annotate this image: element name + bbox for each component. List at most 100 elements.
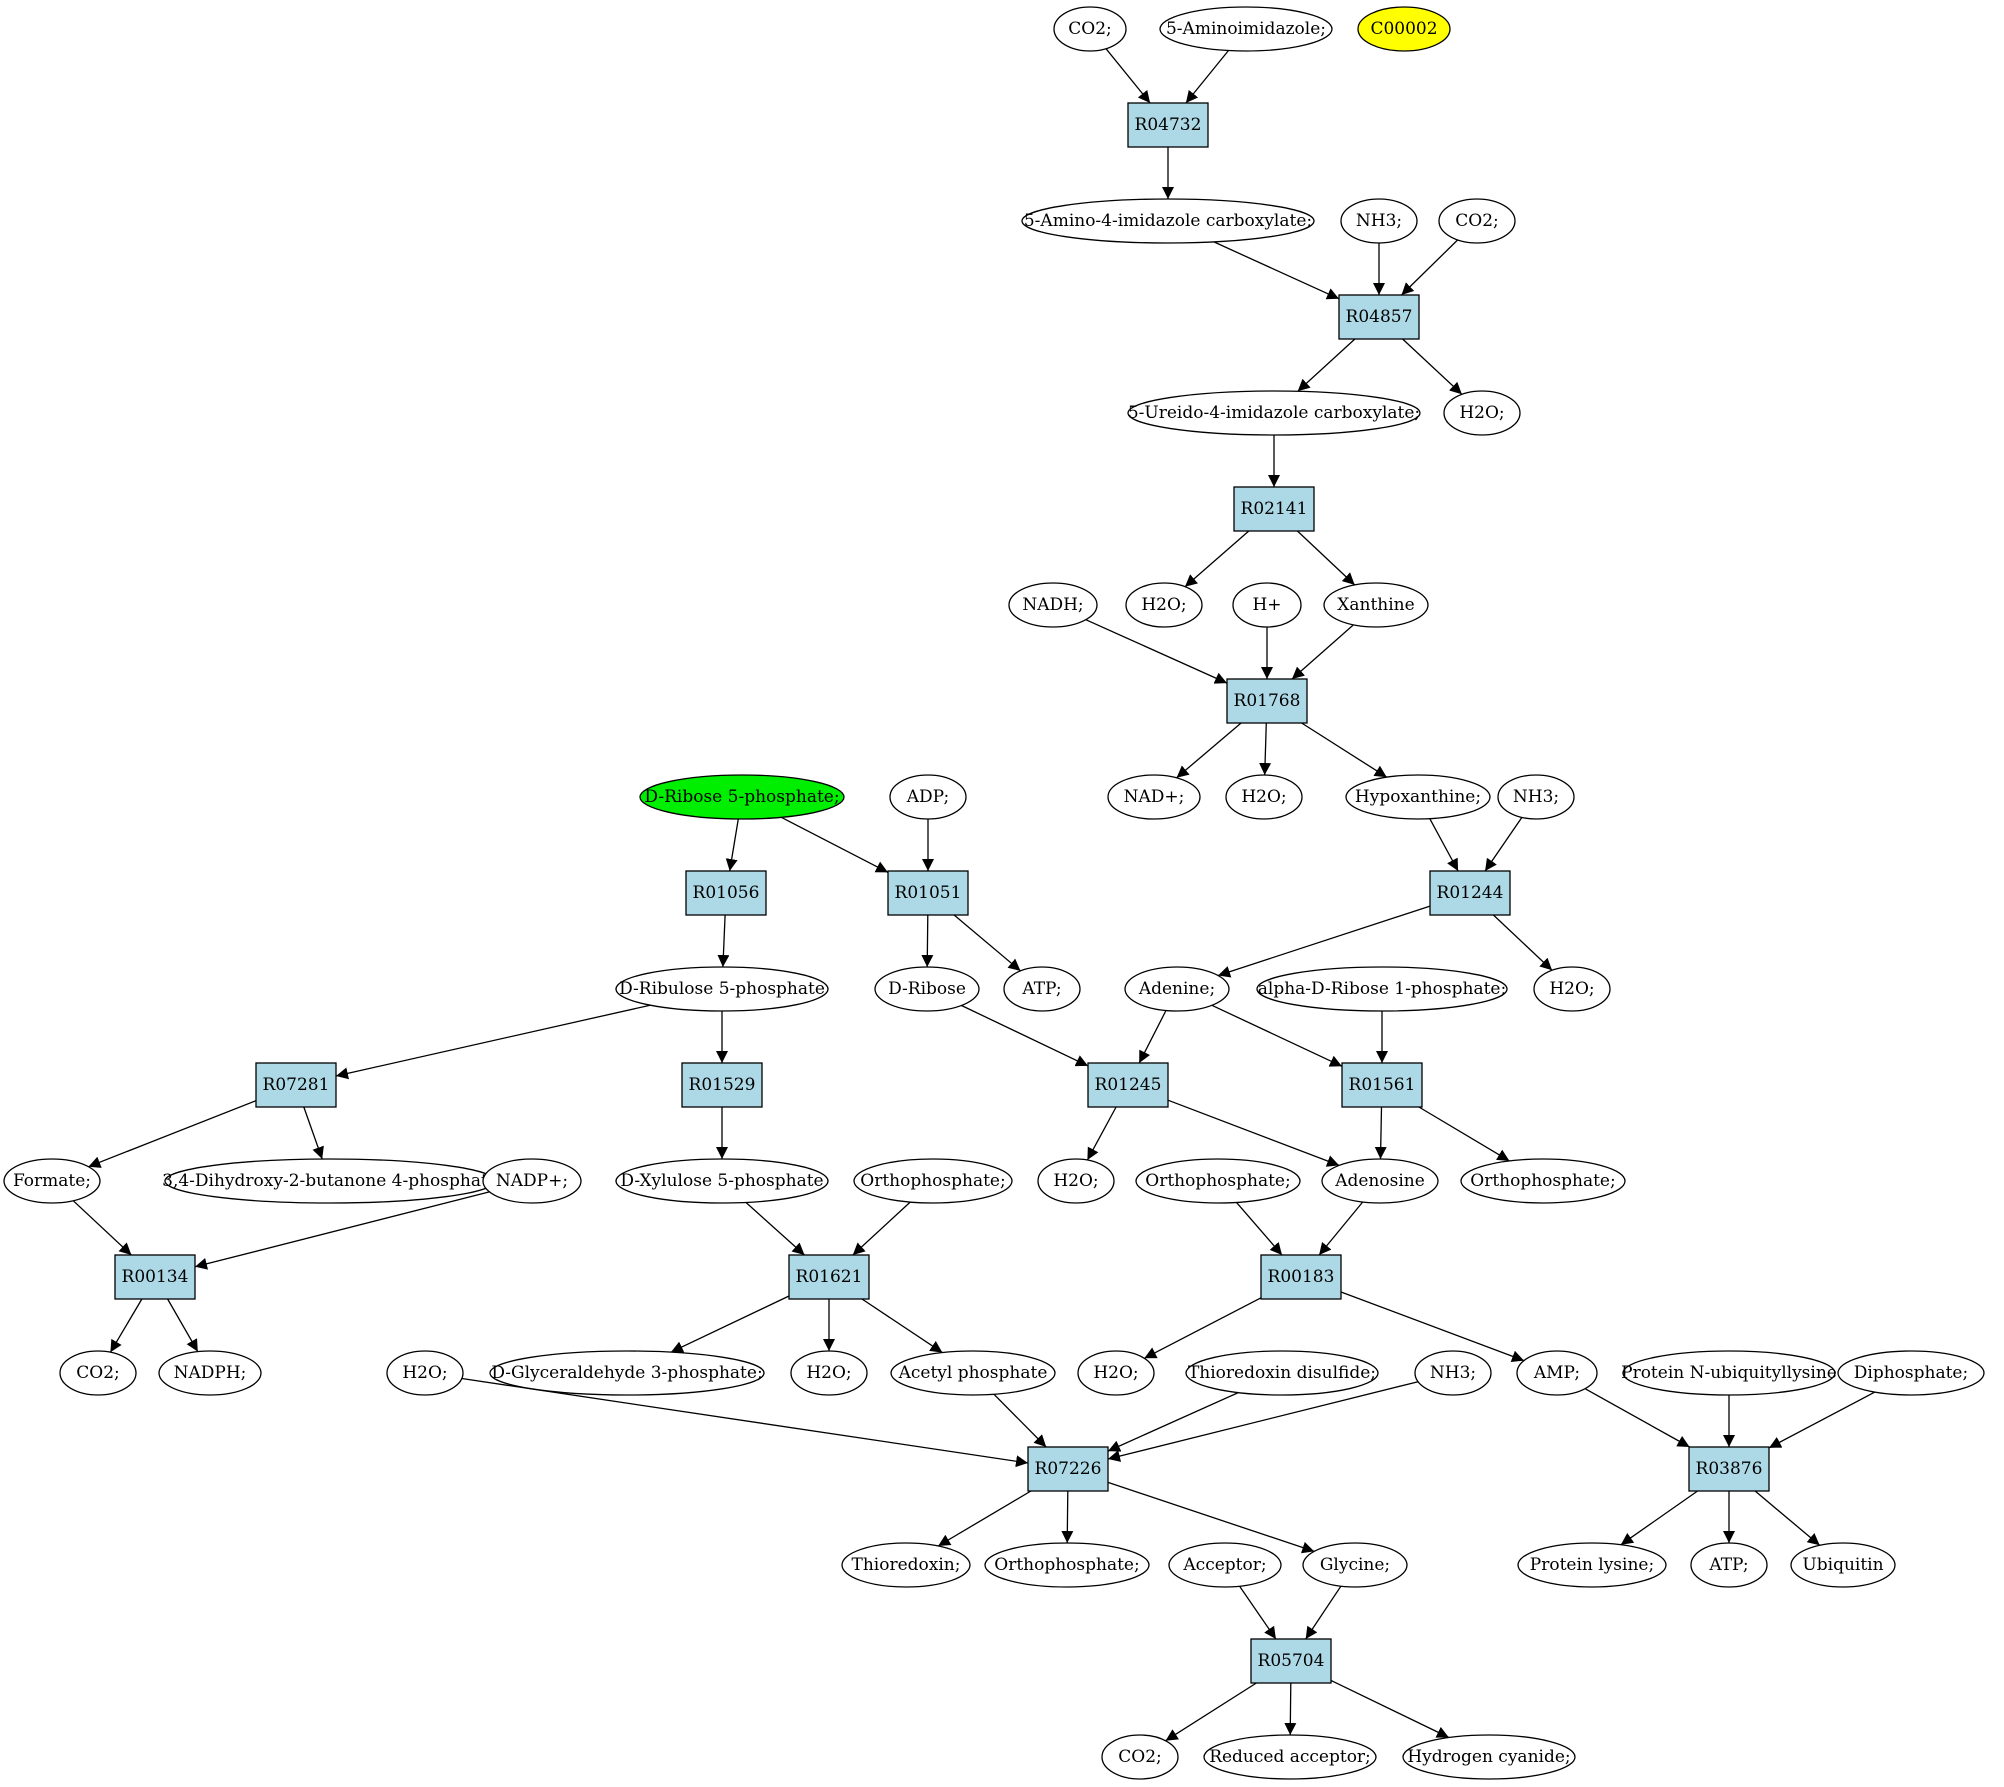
- compound-node-co2_a[interactable]: CO2;: [1053, 6, 1127, 52]
- edge-xanthine-to-r01768: [1291, 624, 1354, 680]
- compound-ellipse: [615, 1158, 829, 1204]
- reaction-node-r01561[interactable]: R01561: [1341, 1062, 1423, 1108]
- reaction-node-r02141[interactable]: R02141: [1233, 486, 1315, 532]
- compound-ellipse: [1414, 1350, 1492, 1396]
- compound-ellipse: [1037, 1158, 1115, 1204]
- reaction-node-r00183[interactable]: R00183: [1260, 1254, 1342, 1300]
- compound-node-ureido[interactable]: 5-Ureido-4-imidazole carboxylate;: [1127, 390, 1421, 436]
- compound-node-h2o_b[interactable]: H2O;: [1125, 582, 1203, 628]
- reaction-node-r07281[interactable]: R07281: [255, 1062, 337, 1108]
- reaction-node-r01529[interactable]: R01529: [681, 1062, 763, 1108]
- compound-node-ar1p[interactable]: alpha-D-Ribose 1-phosphate;: [1256, 966, 1508, 1012]
- edge-r02141-to-xanthine: [1296, 530, 1356, 586]
- compound-node-acceptor[interactable]: Acceptor;: [1168, 1542, 1282, 1588]
- compound-label: CO2;: [76, 1363, 120, 1383]
- reaction-label: R01529: [689, 1075, 756, 1095]
- compound-node-dhbp[interactable]: 3,4-Dihydroxy-2-butanone 4-phosphate: [162, 1158, 498, 1204]
- compound-node-ubiquitin[interactable]: Ubiquitin: [1790, 1542, 1896, 1588]
- compound-ellipse: [1008, 582, 1098, 628]
- compound-node-h2o_d[interactable]: H2O;: [1533, 966, 1611, 1012]
- reaction-node-r05704[interactable]: R05704: [1250, 1638, 1332, 1684]
- compound-node-adenosine[interactable]: Adenosine: [1321, 1158, 1439, 1204]
- nodes-layer: CO2; 5-Aminoimidazole; C00002 5-Amino-4-imi…: [3, 6, 1985, 1780]
- edge-r00134-to-co2_c: [109, 1298, 143, 1353]
- compound-node-c00002[interactable]: C00002: [1357, 6, 1451, 52]
- compound-node-protein_nub[interactable]: Protein N-ubiquityllysine: [1621, 1350, 1837, 1396]
- compound-node-aminoimidazole[interactable]: 5-Aminoimidazole;: [1159, 6, 1333, 52]
- compound-node-hypoxanthine[interactable]: Hypoxanthine;: [1345, 774, 1491, 820]
- compound-node-adenine[interactable]: Adenine;: [1124, 966, 1230, 1012]
- compound-label: D-Ribose: [888, 979, 966, 999]
- compound-node-diphosphate[interactable]: Diphosphate;: [1837, 1350, 1985, 1396]
- compound-label: CO2;: [1068, 19, 1112, 39]
- compound-node-formate[interactable]: Formate;: [3, 1158, 101, 1204]
- compound-ellipse: [1256, 966, 1508, 1012]
- compound-ellipse: [890, 1350, 1056, 1396]
- reaction-node-r01768[interactable]: R01768: [1226, 678, 1308, 724]
- compound-label: D-Ribulose 5-phosphate: [619, 979, 825, 999]
- compound-ellipse: [1690, 1542, 1768, 1588]
- edge-r01621-to-g3p: [670, 1295, 790, 1353]
- compound-node-h2o_h[interactable]: H2O;: [386, 1350, 464, 1396]
- compound-label: H2O;: [1093, 1363, 1138, 1383]
- reaction-node-r01245[interactable]: R01245: [1087, 1062, 1169, 1108]
- reaction-node-r01621[interactable]: R01621: [788, 1254, 870, 1300]
- reaction-node-r00134[interactable]: R00134: [114, 1254, 196, 1300]
- compound-ellipse: [59, 1350, 137, 1396]
- compound-node-g3p[interactable]: D-Glyceraldehyde 3-phosphate;: [489, 1350, 765, 1396]
- reaction-box: [788, 1254, 870, 1300]
- compound-node-ribose5p[interactable]: D-Ribose 5-phosphate;: [639, 774, 845, 820]
- compound-node-orthophos_a[interactable]: Orthophosphate;: [853, 1158, 1013, 1204]
- compound-node-nh3_b[interactable]: NH3;: [1497, 774, 1575, 820]
- compound-node-glycine[interactable]: Glycine;: [1302, 1542, 1408, 1588]
- compound-node-reduced_acceptor[interactable]: Reduced acceptor;: [1203, 1734, 1377, 1780]
- compound-label: 3,4-Dihydroxy-2-butanone 4-phosphate: [162, 1171, 498, 1191]
- compound-label: CO2;: [1118, 1747, 1162, 1767]
- reaction-node-r07226[interactable]: R07226: [1027, 1446, 1109, 1492]
- compound-node-h2o_a[interactable]: H2O;: [1443, 390, 1521, 436]
- compound-node-h2o_c[interactable]: H2O;: [1225, 774, 1303, 820]
- compound-node-acetylp[interactable]: Acetyl phosphate: [890, 1350, 1056, 1396]
- compound-node-orthophos_d[interactable]: Orthophosphate;: [984, 1542, 1150, 1588]
- compound-node-orthophos_b[interactable]: Orthophosphate;: [1135, 1158, 1301, 1204]
- compound-node-hplus[interactable]: H+: [1232, 582, 1302, 628]
- compound-node-co2_c[interactable]: CO2;: [59, 1350, 137, 1396]
- compound-node-co2_b[interactable]: CO2;: [1438, 198, 1516, 244]
- compound-node-dribose[interactable]: D-Ribose: [874, 966, 980, 1012]
- compound-node-nadplus[interactable]: NAD+;: [1107, 774, 1201, 820]
- compound-node-h2o_g[interactable]: H2O;: [790, 1350, 868, 1396]
- compound-node-co2_d[interactable]: CO2;: [1101, 1734, 1179, 1780]
- compound-node-protein_lys[interactable]: Protein lysine;: [1517, 1542, 1667, 1588]
- reaction-node-r04857[interactable]: R04857: [1338, 294, 1420, 340]
- compound-node-nh3_c[interactable]: NH3;: [1414, 1350, 1492, 1396]
- compound-node-nadpplus[interactable]: NADP+;: [482, 1158, 582, 1204]
- compound-label: ADP;: [906, 787, 949, 807]
- compound-label: NH3;: [1356, 211, 1402, 231]
- compound-label: D-Ribose 5-phosphate;: [644, 787, 839, 807]
- reaction-node-r04732[interactable]: R04732: [1127, 102, 1209, 148]
- reaction-node-r01051[interactable]: R01051: [887, 870, 969, 916]
- compound-node-h2o_e[interactable]: H2O;: [1037, 1158, 1115, 1204]
- reaction-node-r01056[interactable]: R01056: [685, 870, 767, 916]
- compound-node-thioredoxin[interactable]: Thioredoxin;: [841, 1542, 971, 1588]
- compound-node-thioredoxin_ds[interactable]: Thioredoxin disulfide;: [1185, 1350, 1379, 1396]
- compound-node-amp[interactable]: AMP;: [1516, 1350, 1598, 1396]
- compound-node-nadh[interactable]: NADH;: [1008, 582, 1098, 628]
- compound-node-nadph[interactable]: NADPH;: [158, 1350, 262, 1396]
- compound-node-atp_a[interactable]: ATP;: [1003, 966, 1081, 1012]
- compound-node-ribulose5p[interactable]: D-Ribulose 5-phosphate: [615, 966, 829, 1012]
- compound-node-aica[interactable]: 5-Amino-4-imidazole carboxylate;: [1021, 198, 1315, 244]
- compound-node-xylulose5p[interactable]: D-Xylulose 5-phosphate: [615, 1158, 829, 1204]
- compound-node-h2o_f[interactable]: H2O;: [1077, 1350, 1155, 1396]
- reaction-node-r01244[interactable]: R01244: [1429, 870, 1511, 916]
- edge-r07226-to-orthophos_d: [1061, 1490, 1074, 1544]
- compound-node-xanthine[interactable]: Xanthine: [1323, 582, 1429, 628]
- reaction-node-r03876[interactable]: R03876: [1688, 1446, 1770, 1492]
- compound-node-hcn[interactable]: Hydrogen cyanide;: [1402, 1734, 1576, 1780]
- compound-node-orthophos_c[interactable]: Orthophosphate;: [1460, 1158, 1626, 1204]
- compound-node-atp_b[interactable]: ATP;: [1690, 1542, 1768, 1588]
- compound-node-adp[interactable]: ADP;: [889, 774, 967, 820]
- compound-node-nh3_a[interactable]: NH3;: [1340, 198, 1418, 244]
- compound-ellipse: [1168, 1542, 1282, 1588]
- edge-r01051-to-dribose: [921, 914, 934, 968]
